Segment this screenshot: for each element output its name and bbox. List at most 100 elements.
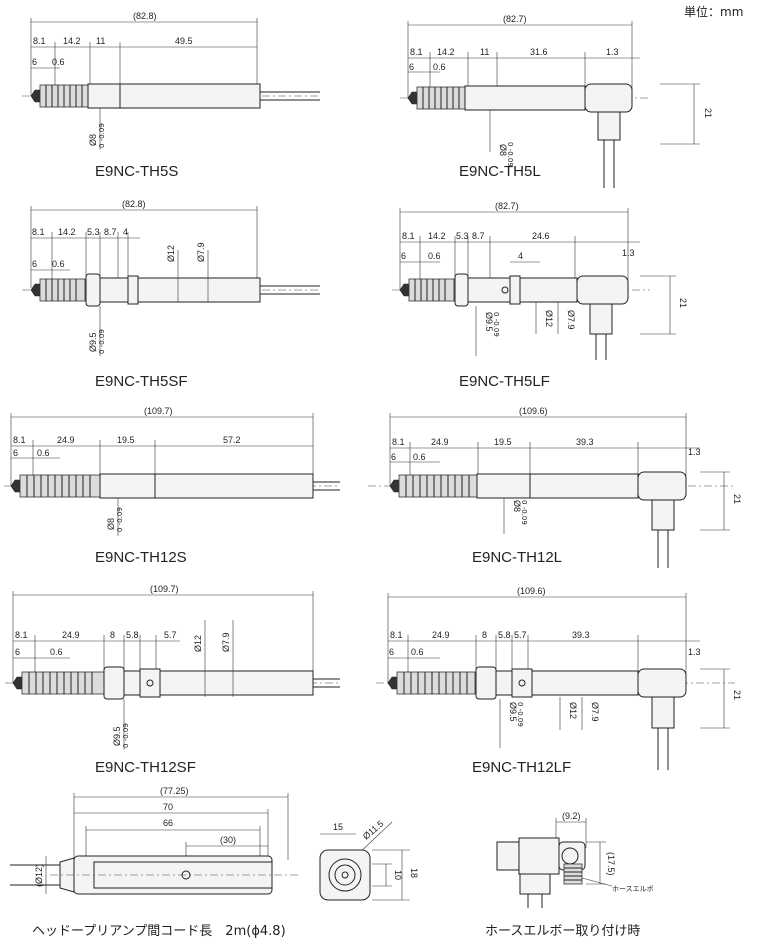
dim-label: 18: [409, 868, 419, 878]
diameter-label: Ø9.5: [88, 332, 98, 352]
dim-label: 8.1: [32, 227, 45, 237]
dim-label: 1.3: [688, 447, 701, 457]
dim-label: 19.5: [494, 437, 512, 447]
diameter-label: Ø12: [166, 245, 176, 262]
view-hose-elbow: (9.2) (17.5) ホースエルボ ホースエルボー取り付け時: [485, 811, 654, 939]
dim-label: 8.1: [402, 231, 415, 241]
diameter-label: Ø11.5: [361, 819, 386, 842]
dim-label: 8.7: [104, 227, 117, 237]
dim-label: 6: [409, 62, 414, 72]
dim-label: 0.6: [413, 452, 426, 462]
side-dim: 21: [732, 494, 742, 504]
tolerance-label: 0 -0.09: [520, 500, 528, 525]
diameter-label: (Ø12): [34, 864, 44, 887]
unit-label: 単位：mm: [684, 4, 743, 19]
tolerance-label: 0 -0.09: [492, 312, 500, 337]
overall-dim: (109.7): [150, 584, 179, 594]
overall-dim: (82.7): [503, 14, 527, 24]
elbow-label: ホースエルボ: [612, 885, 654, 893]
dim-label: 0.6: [50, 647, 63, 657]
model-caption: E9NC-TH12L: [472, 549, 562, 566]
diameter-label: Ø8: [512, 500, 522, 512]
elbow-caption: ホースエルボー取り付け時: [485, 924, 640, 939]
dim-label: 4: [123, 227, 128, 237]
tolerance-label: 0 -0.09: [98, 123, 106, 148]
dim-label: 0.6: [52, 259, 65, 269]
dim-label: 24.9: [432, 630, 450, 640]
dim-label: 0.6: [37, 448, 50, 458]
diameter-label: Ø7.9: [566, 310, 576, 330]
dim-label: 8.1: [33, 36, 46, 46]
dim-label: 8: [110, 630, 115, 640]
dim-label: 14.2: [428, 231, 446, 241]
dim-label: 5.7: [164, 630, 177, 640]
view-e9nc-th12sf: (109.7) 8.1 24.9 8 5.8 5.7 6 0.6 Ø12 Ø7.…: [5, 584, 340, 776]
diameter-label: Ø9.5: [508, 702, 518, 722]
model-caption: E9NC-TH5LF: [459, 373, 550, 390]
tolerance-label: 0 -0.09: [98, 329, 106, 354]
dim-label: 66: [163, 818, 173, 828]
dim-label: 6: [15, 647, 20, 657]
amplifier-caption: ヘッドープリアンプ間コード長 2m(ϕ4.8): [32, 924, 286, 939]
dim-label: 8: [482, 630, 487, 640]
model-caption: E9NC-TH5SF: [95, 373, 188, 390]
dim-label: 8.7: [472, 231, 485, 241]
tolerance-label: 0 -0.09: [506, 142, 514, 167]
dim-label: 24.9: [57, 435, 75, 445]
overall-dim: (82.8): [133, 11, 157, 21]
dim-label: 8.1: [15, 630, 28, 640]
model-caption: E9NC-TH12LF: [472, 759, 571, 776]
dim-label: 57.2: [223, 435, 241, 445]
dim-label: (77.25): [160, 786, 189, 796]
view-e9nc-th5lf: (82.7) 8.1 14.2 5.3 8.7 24.6 1.3 6 0.6 4: [392, 201, 688, 390]
diameter-label: Ø12: [544, 310, 554, 327]
dim-label: 11: [480, 47, 489, 57]
diameter-label: Ø9.5: [484, 312, 494, 332]
view-preamplifier: (77.25) 70 66 (30) (Ø12) ヘッドープリアンプ間コード長 …: [10, 786, 300, 939]
dim-label: 6: [401, 251, 406, 261]
model-caption: E9NC-TH5L: [459, 163, 541, 180]
side-dim: 21: [732, 690, 742, 700]
diameter-label: Ø8: [88, 134, 98, 146]
diameter-label: Ø8: [498, 144, 508, 156]
dim-label: 6: [389, 647, 394, 657]
tolerance-label: 0 -0.09: [116, 507, 124, 532]
side-dim: 21: [678, 298, 688, 308]
overall-dim: (82.8): [122, 199, 146, 209]
overall-dim: (109.7): [144, 406, 173, 416]
model-caption: E9NC-TH12SF: [95, 759, 196, 776]
dim-label: 8.1: [13, 435, 26, 445]
dim-label: 39.3: [576, 437, 594, 447]
dim-label: 14.2: [58, 227, 76, 237]
dim-label: 0.6: [52, 57, 65, 67]
dim-label: 0.6: [428, 251, 441, 261]
tolerance-label: 0 -0.09: [516, 702, 524, 727]
dim-label: 24.9: [62, 630, 80, 640]
dim-label: 70: [163, 802, 173, 812]
dim-label: 31.6: [530, 47, 548, 57]
dim-label: 6: [13, 448, 18, 458]
dim-label: 5.7: [514, 630, 527, 640]
overall-dim: (109.6): [517, 586, 546, 596]
dim-label: 1.3: [688, 647, 701, 657]
dim-label: 10: [393, 870, 403, 880]
diameter-label: Ø9.5: [112, 726, 122, 746]
view-e9nc-th12s: (109.7) 8.1 24.9 19.5 57.2 6 0.6 Ø8 0 -0…: [4, 406, 340, 566]
view-e9nc-th5l: (82.7) 8.1 14.2 11 31.6 1.3 6 0.6 21 Ø8 …: [400, 14, 713, 188]
overall-dim: (109.6): [519, 406, 548, 416]
dim-label: (9.2): [562, 811, 581, 821]
diameter-label: Ø12: [193, 635, 203, 652]
dim-label: 14.2: [437, 47, 455, 57]
dim-label: 5.8: [126, 630, 139, 640]
dim-label: 6: [32, 259, 37, 269]
dim-label: 0.6: [433, 62, 446, 72]
dim-label: 39.3: [572, 630, 590, 640]
dim-label: 0.6: [411, 647, 424, 657]
dim-label: 5.3: [456, 231, 469, 241]
dim-label: 6: [391, 452, 396, 462]
dim-label: 8.1: [390, 630, 403, 640]
dim-label: (17.5): [606, 852, 616, 876]
view-amplifier-end: 15 Ø11.5 10 18: [319, 819, 419, 901]
dim-label: 6: [32, 57, 37, 67]
side-dim: 21: [703, 108, 713, 118]
